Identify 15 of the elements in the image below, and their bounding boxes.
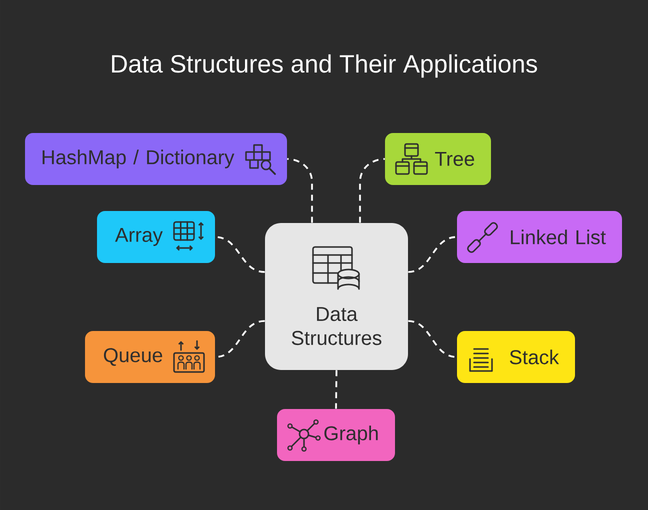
- title: Data Structures and Their Applications: [112, 54, 538, 78]
- connector: [408, 320, 457, 358]
- topic-box: Array: [97, 211, 215, 263]
- connector: [215, 236, 265, 273]
- connector: [359, 158, 385, 223]
- connector: [335, 370, 338, 409]
- topic-box: Linked List: [457, 211, 622, 263]
- connector: [408, 236, 457, 273]
- topic-box: Stack: [457, 331, 575, 383]
- topic-box: Queue: [85, 331, 215, 383]
- topic-box: Tree: [385, 133, 491, 185]
- topic-box: HashMap / Dictionary: [25, 133, 287, 185]
- topic-box: Graph: [277, 409, 395, 461]
- hub-box: Data Structures: [265, 223, 408, 370]
- connector: [287, 158, 313, 223]
